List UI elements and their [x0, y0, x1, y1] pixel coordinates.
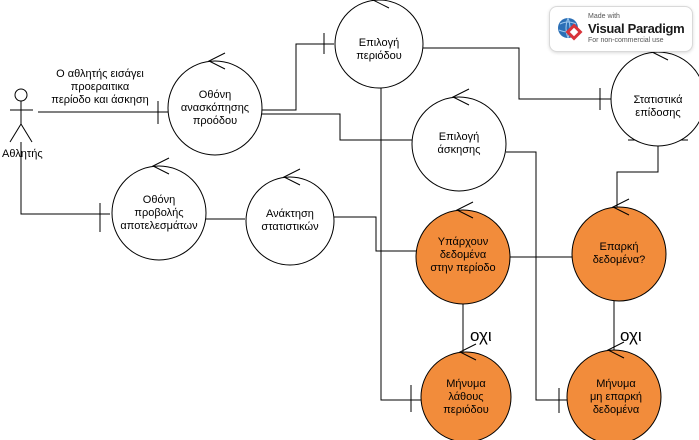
node-overview[interactable] — [167, 52, 263, 156]
flow-note: Ο αθλητής εισάγει προεραιτικα περίοδο κα… — [51, 68, 149, 106]
node-stats[interactable] — [610, 43, 699, 147]
node-label-period-select: Επιλογή περιόδου — [356, 37, 402, 62]
control-arrow-icon — [455, 201, 474, 219]
control-arrow-icon — [458, 343, 477, 361]
node-data-exists[interactable] — [415, 201, 511, 305]
badge-brand: Visual Paradigm — [588, 21, 685, 36]
node-period-error[interactable] — [420, 343, 512, 440]
edge-actor-results — [20, 142, 110, 215]
badge-use: For non-commercial use — [588, 37, 664, 44]
node-shape-period-error — [420, 351, 512, 440]
control-arrow-icon — [151, 157, 170, 175]
node-shape-enough-data — [571, 206, 667, 302]
node-shape-stats — [610, 51, 699, 147]
edge-exercise-enough — [506, 151, 569, 401]
edge-stats-enough — [616, 137, 659, 215]
node-label-overview: Οθόνη ανασκόπησης προόδου — [180, 88, 250, 127]
actor-label: Αθλητής — [2, 148, 43, 160]
node-label-period-error: Μήνυμα λάθους περιόδου — [443, 377, 489, 416]
node-shape-data-exists — [415, 209, 511, 305]
visual-paradigm-logo-icon — [558, 17, 583, 41]
node-label-retrieve: Ανάκτηση στατιστικών — [261, 208, 319, 233]
node-shape-overview — [167, 60, 263, 156]
node-period-select[interactable] — [334, 0, 424, 89]
edge-label-no-right: οχι — [620, 326, 642, 345]
edge-overview-period — [262, 43, 334, 111]
node-shape-exercise-select — [411, 96, 507, 192]
edge-retrieve-dataexists — [334, 216, 416, 252]
visual-paradigm-badge[interactable]: Made with Visual Paradigm For non-commer… — [549, 6, 693, 52]
edge-label-no-left: οχι — [470, 326, 492, 345]
node-shape-period-select — [334, 0, 424, 89]
node-results[interactable] — [111, 157, 207, 261]
edge-period-stats — [423, 47, 611, 100]
badge-made-with: Made with — [588, 13, 620, 20]
node-exercise-select[interactable] — [411, 88, 507, 192]
node-insufficient[interactable] — [566, 341, 662, 440]
node-shape-results — [111, 165, 207, 261]
node-label-stats: Στατιστικά επίδοσης — [633, 94, 683, 119]
node-shape-retrieve — [245, 176, 335, 266]
control-arrow-icon — [371, 0, 390, 9]
node-label-results: Οθόνη προβολής αποτελεσμάτων — [120, 193, 198, 232]
node-label-insufficient: Μήνυμα μη επαρκή δεδομένα — [589, 377, 643, 416]
control-arrow-icon — [611, 198, 630, 216]
node-label-enough-data: Επαρκή δεδομένα? — [592, 241, 646, 266]
actor-figure[interactable] — [9, 88, 33, 143]
edge-overview-exercise — [262, 113, 412, 141]
node-enough-data[interactable] — [571, 198, 667, 302]
node-label-exercise-select: Επιλογή άσκησης — [437, 131, 481, 156]
control-arrow-icon — [606, 341, 625, 359]
node-shape-insufficient — [566, 349, 662, 440]
control-arrow-icon — [451, 88, 470, 106]
edge-period-error — [380, 60, 421, 401]
control-arrow-icon — [282, 168, 301, 186]
node-label-data-exists: Υπάρχουν δεδομένα στην περίοδο — [430, 235, 496, 274]
node-retrieve[interactable] — [245, 168, 335, 266]
control-arrow-icon — [207, 52, 226, 70]
